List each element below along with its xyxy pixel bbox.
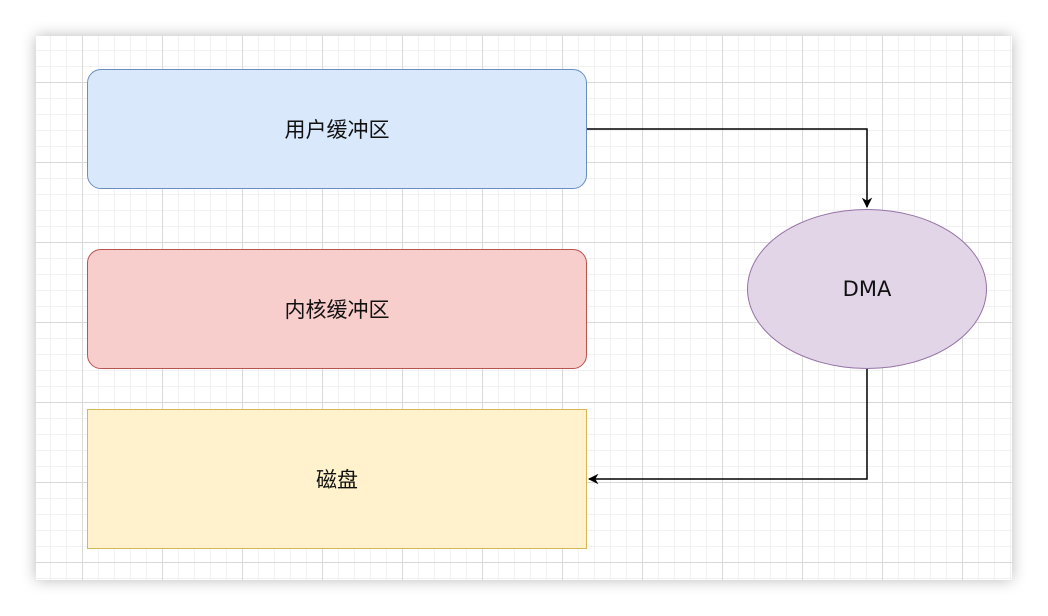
dma-label: DMA — [842, 277, 892, 301]
kernel-buffer-label: 内核缓冲区 — [284, 298, 390, 322]
user-buffer-label: 用户缓冲区 — [284, 118, 390, 142]
user-buffer-node[interactable]: 用户缓冲区 — [87, 69, 587, 189]
dma-node[interactable]: DMA — [747, 209, 987, 369]
kernel-buffer-node[interactable]: 内核缓冲区 — [87, 249, 587, 369]
disk-node[interactable]: 磁盘 — [87, 409, 587, 549]
disk-label: 磁盘 — [316, 468, 358, 492]
